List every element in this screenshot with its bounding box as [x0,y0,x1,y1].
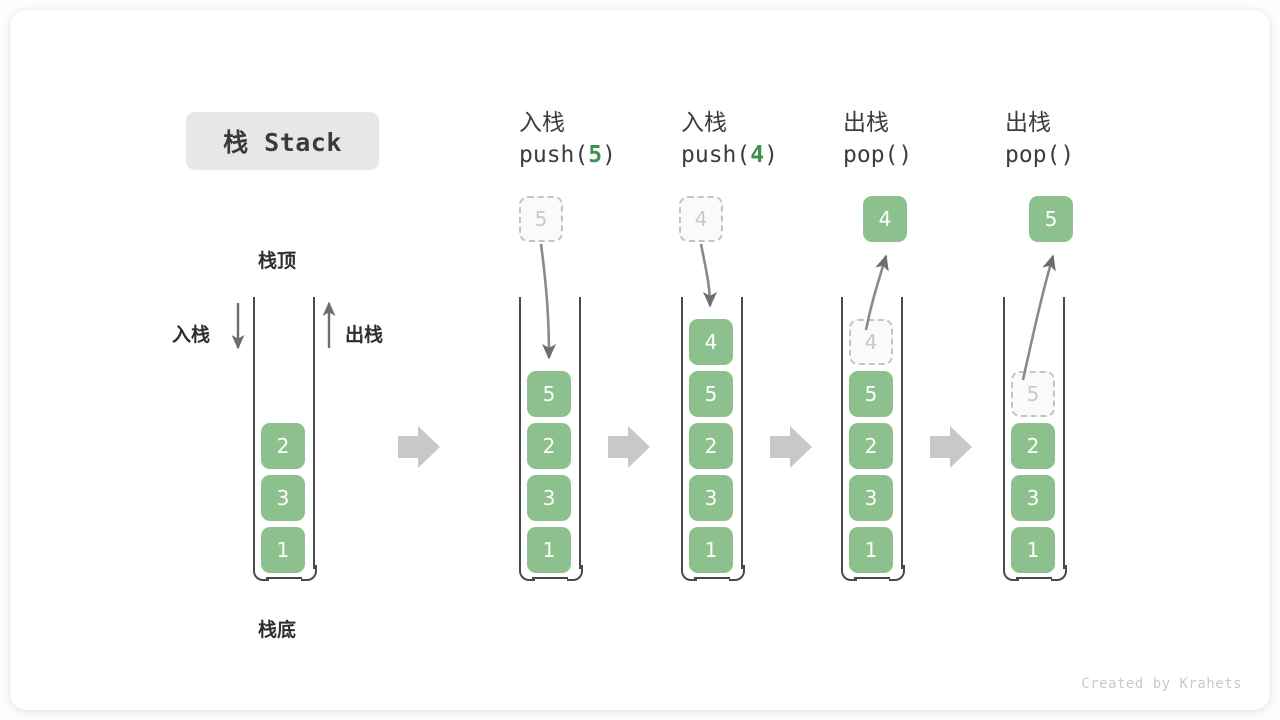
stack-cell: 1 [689,527,733,573]
container-bottom-right-curve [729,565,745,581]
container-bottom-right-curve [301,565,317,581]
column-header-code: push(5) [519,142,616,168]
container-bottom-left-curve [519,565,535,581]
ghost-cell-incoming: 5 [519,196,563,242]
column-header-pop2: 出栈 pop() [1005,108,1195,172]
container-left-wall [1003,297,1005,569]
title-badge: 栈 Stack [186,112,379,170]
push-label: 入栈 [172,324,211,346]
container-bottom [854,577,890,579]
stack-container-pop1: 4 5 2 3 1 [841,297,905,581]
container-right-wall [579,297,581,569]
stack-cell: 2 [689,423,733,469]
column-header-zh: 出栈 [843,110,889,136]
container-bottom-right-curve [889,565,905,581]
stack-cell: 1 [849,527,893,573]
container-bottom-left-curve [1003,565,1019,581]
container-bottom-left-curve [253,565,269,581]
popped-cell: 4 [863,196,907,242]
ghost-cell-removed: 5 [1011,371,1055,417]
ghost-cell-removed: 4 [849,319,893,365]
stack-cell: 5 [849,371,893,417]
code-argument: 4 [750,142,765,168]
container-right-wall [1063,297,1065,569]
column-header-code: pop() [843,142,913,168]
stack-container-push4: 4 5 2 3 1 [681,297,745,581]
code-argument: 5 [588,142,603,168]
container-left-wall [253,297,255,569]
stack-cell: 5 [689,371,733,417]
stack-cell: 3 [527,475,571,521]
column-header-pop1: 出栈 pop() [843,108,1033,172]
stack-top-label: 栈顶 [258,250,297,272]
ghost-cell-incoming: 4 [679,196,723,242]
column-header-push4: 入栈 push(4) [681,108,871,172]
container-bottom [1016,577,1052,579]
container-left-wall [841,297,843,569]
container-bottom-left-curve [841,565,857,581]
stack-cell: 3 [1011,475,1055,521]
stack-cell: 1 [527,527,571,573]
column-header-push5: 入栈 push(5) [519,108,709,172]
container-right-wall [741,297,743,569]
container-bottom-left-curve [681,565,697,581]
stack-cell: 2 [527,423,571,469]
stack-bottom-label: 栈底 [258,619,297,641]
stack-cell: 3 [849,475,893,521]
column-header-code: push(4) [681,142,778,168]
stack-cell: 2 [261,423,305,469]
container-left-wall [519,297,521,569]
stack-cell: 3 [261,475,305,521]
credit-watermark: Created by Krahets [1081,676,1242,692]
stack-container-initial: 2 3 1 [253,297,317,581]
column-header-zh: 入栈 [681,110,727,136]
stack-cell: 1 [261,527,305,573]
container-right-wall [901,297,903,569]
stack-cell: 2 [1011,423,1055,469]
container-left-wall [681,297,683,569]
container-bottom [266,577,302,579]
container-bottom-right-curve [567,565,583,581]
column-header-code: pop() [1005,142,1075,168]
container-bottom [532,577,568,579]
stack-cell: 2 [849,423,893,469]
stack-cell: 3 [689,475,733,521]
stack-cell: 1 [1011,527,1055,573]
stack-cell: 5 [527,371,571,417]
column-header-zh: 出栈 [1005,110,1051,136]
stack-cell: 4 [689,319,733,365]
column-header-zh: 入栈 [519,110,565,136]
container-bottom [694,577,730,579]
pop-label: 出栈 [345,324,384,346]
stack-container-pop2: 5 2 3 1 [1003,297,1067,581]
stack-container-push5: 5 2 3 1 [519,297,583,581]
container-right-wall [313,297,315,569]
popped-cell: 5 [1029,196,1073,242]
container-bottom-right-curve [1051,565,1067,581]
